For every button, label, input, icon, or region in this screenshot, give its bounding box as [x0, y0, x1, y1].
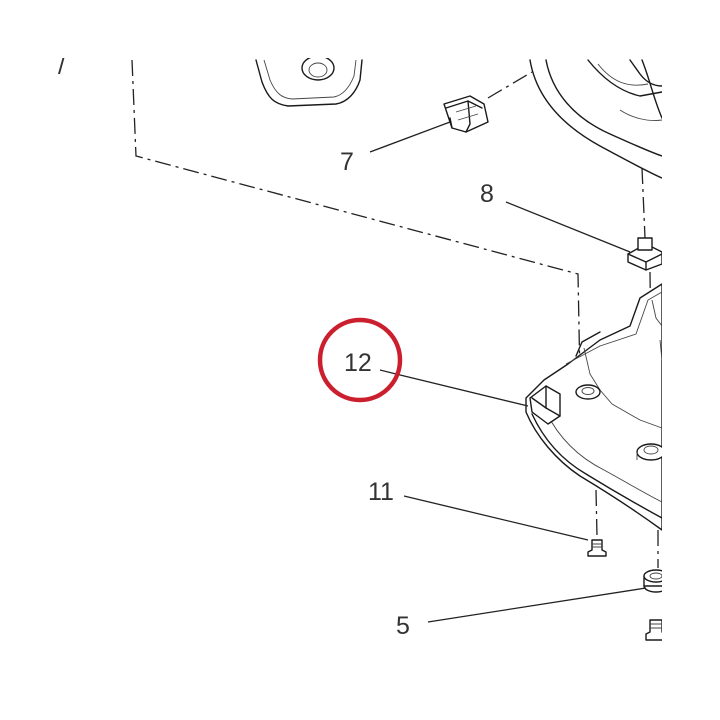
crop-top — [0, 0, 720, 58]
assembly-line-part11 — [595, 489, 598, 537]
part-12-housing — [525, 283, 666, 531]
upper-housing-part — [529, 59, 663, 179]
callout-label-12: 12 — [344, 349, 372, 377]
callout-label-top-left: / — [58, 52, 65, 80]
part-11-screw — [587, 539, 607, 557]
assembly-line-part7 — [487, 71, 533, 99]
leader-8 — [505, 201, 631, 253]
upper-bracket-part — [255, 55, 363, 107]
highlight-circle — [317, 317, 403, 403]
callout-label-8: 8 — [480, 180, 494, 208]
callout-label-5: 5 — [396, 612, 410, 640]
assembly-line-main — [131, 59, 581, 381]
leader-5 — [427, 587, 647, 623]
part-7-clip — [443, 95, 489, 133]
crop-edge — [662, 0, 720, 720]
part-8-nut — [627, 237, 663, 271]
leader-7 — [369, 121, 451, 153]
leader-11 — [403, 495, 589, 541]
callout-label-11: 11 — [368, 478, 394, 506]
callout-label-7: 7 — [340, 148, 354, 176]
